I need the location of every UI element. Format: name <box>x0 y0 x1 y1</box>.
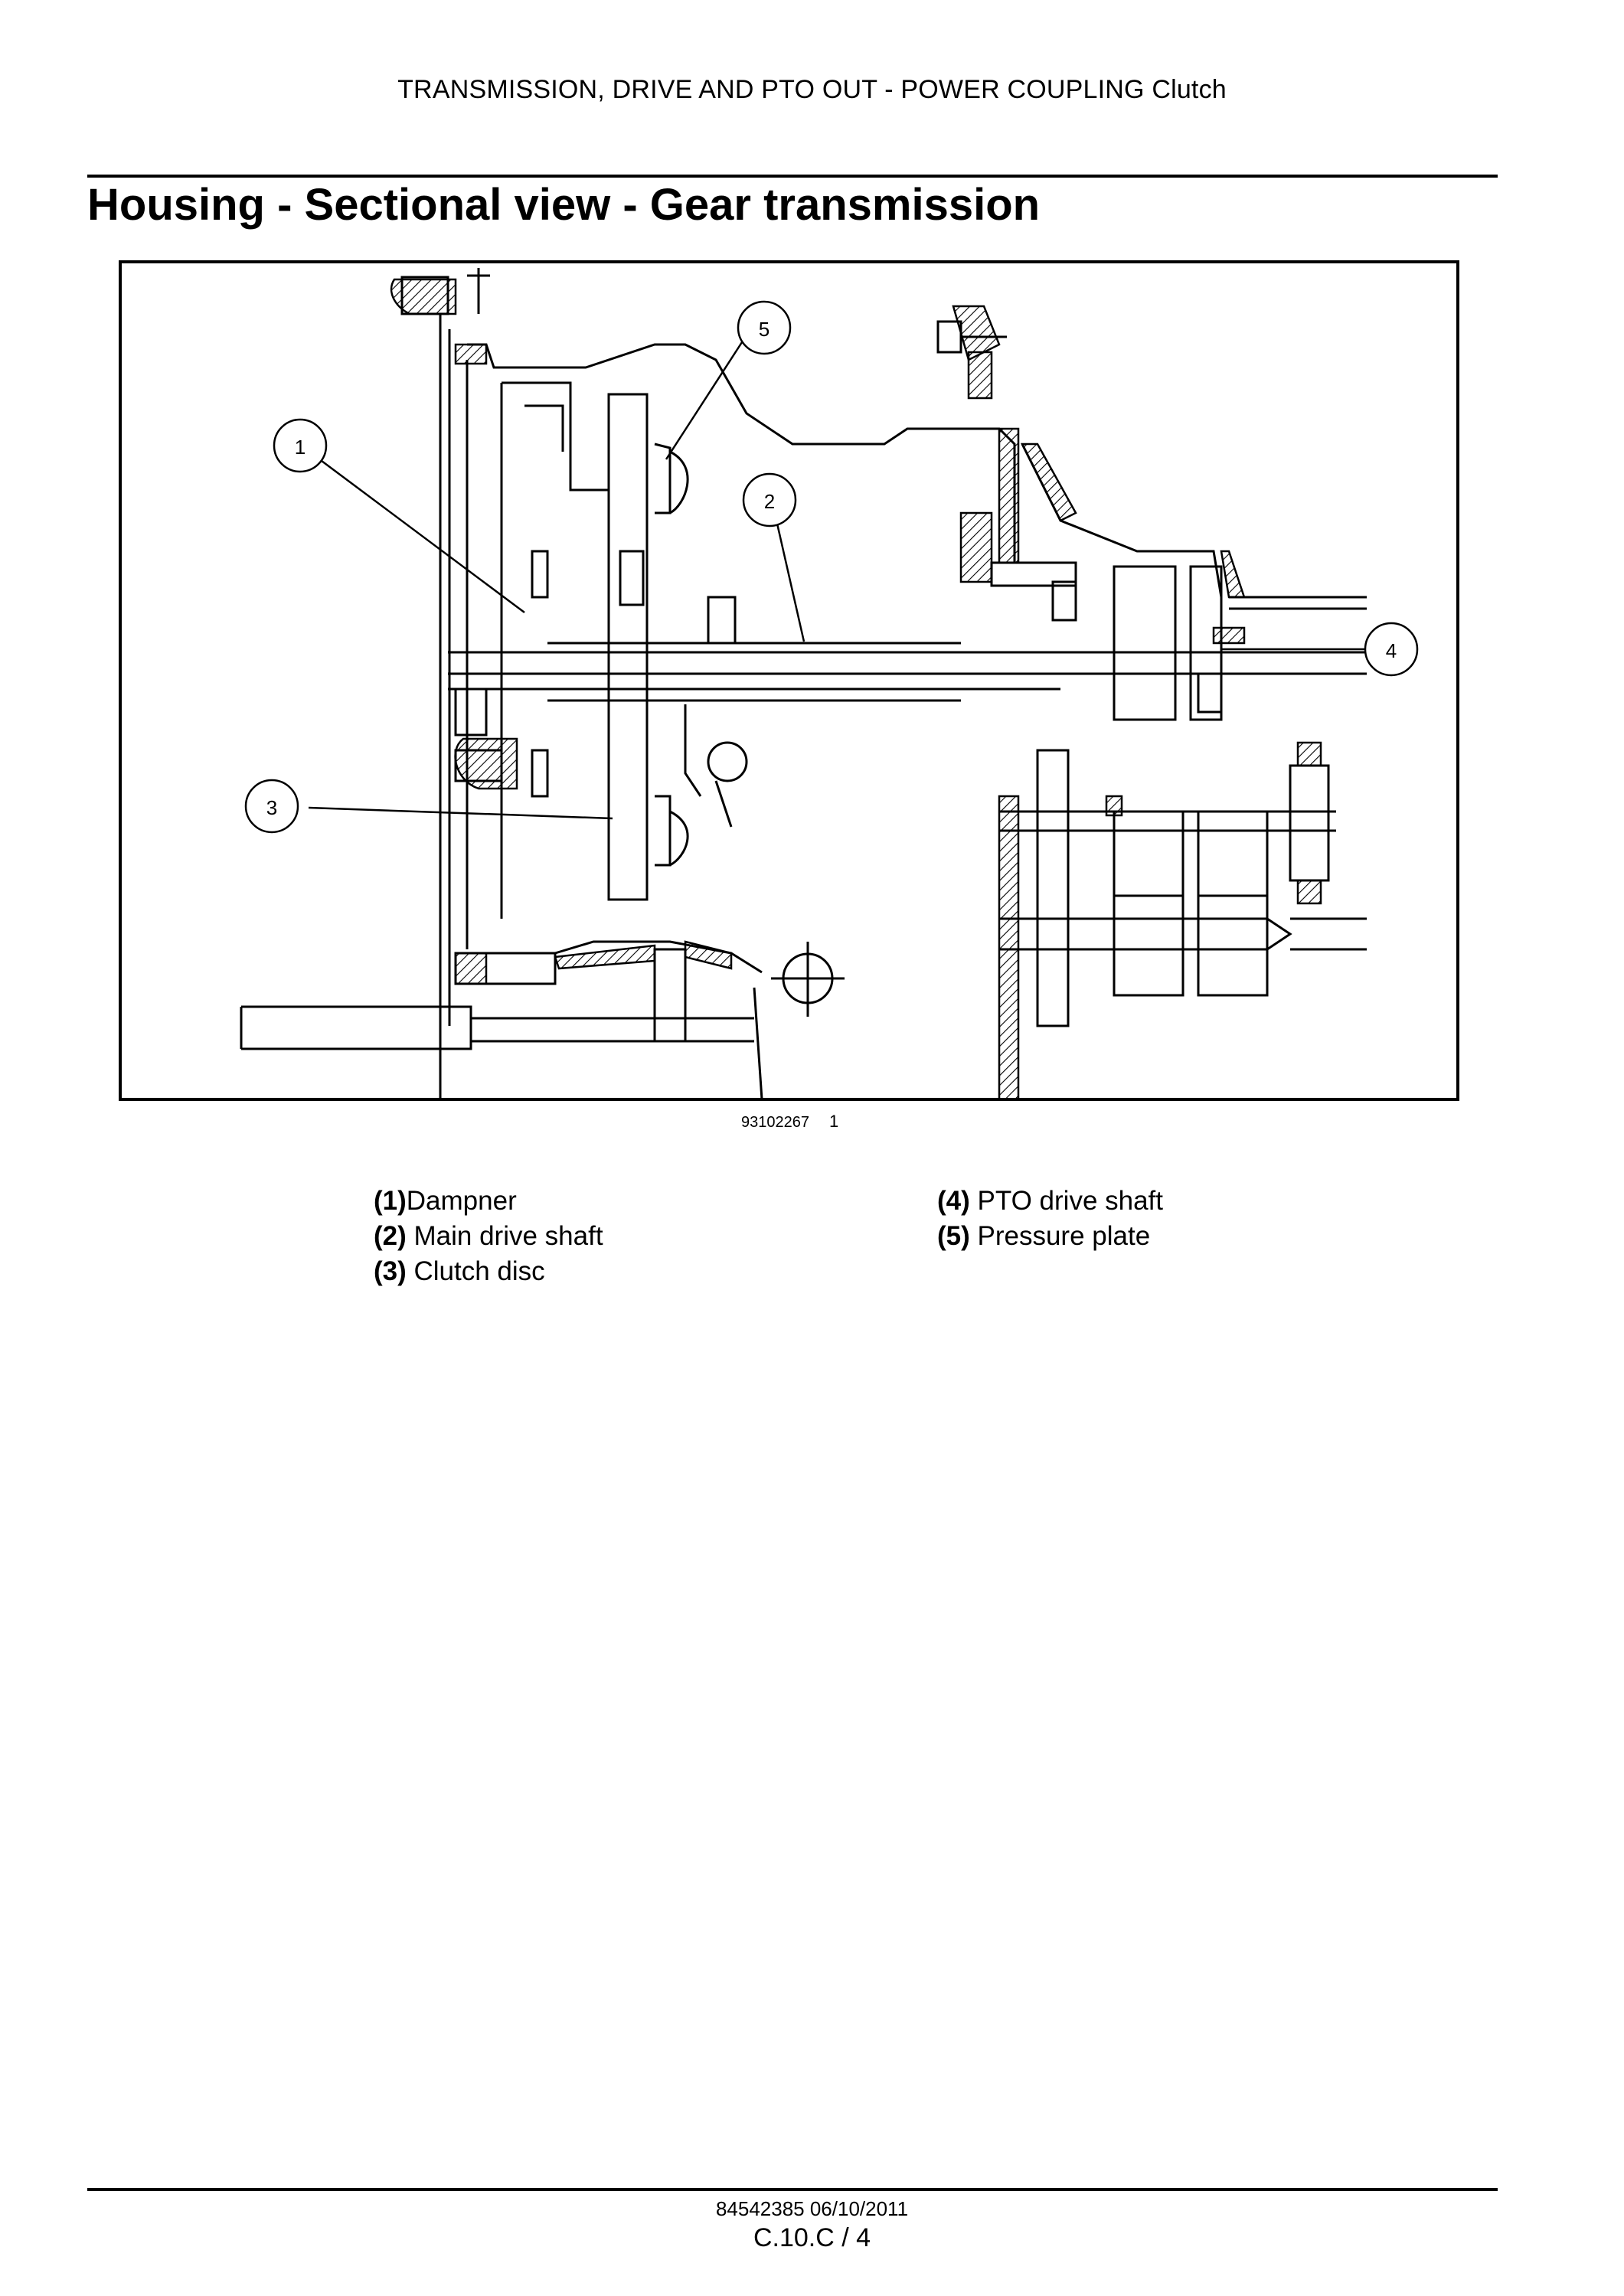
callout-2: 2 <box>742 472 797 527</box>
legend-item-number: (5) <box>937 1221 970 1251</box>
callout-1-label: 1 <box>295 436 306 459</box>
legend-item-label: Main drive shaft <box>406 1221 603 1251</box>
footer-rule <box>87 2188 1498 2191</box>
legend-item-label: Pressure plate <box>969 1221 1151 1251</box>
legend-item-label: Dampner <box>406 1186 517 1216</box>
header-rule <box>87 175 1498 178</box>
legend-item-number: (4) <box>937 1186 970 1216</box>
sectional-view-figure: 1 2 3 4 5 <box>119 260 1459 1101</box>
figure-number: 1 <box>828 1112 839 1131</box>
callout-5: 5 <box>737 300 792 355</box>
callout-1: 1 <box>273 418 328 473</box>
legend-right-column: (4) PTO drive shaft (5) Pressure plate <box>937 1184 1163 1254</box>
legend-item-number: (1) <box>374 1186 407 1216</box>
callout-3: 3 <box>244 779 299 834</box>
legend-left-column: (1)Dampner (2) Main drive shaft (3) Clut… <box>374 1184 603 1289</box>
callout-2-label: 2 <box>764 490 775 513</box>
page-reference: C.10.C / 4 <box>753 2223 871 2252</box>
figure-image-id: 93102267 <box>741 1114 809 1131</box>
legend-item-label: Clutch disc <box>406 1256 545 1286</box>
legend-item-number: (3) <box>374 1256 407 1286</box>
callout-leaders <box>308 328 1394 820</box>
hatched-sections <box>390 278 1322 1101</box>
callout-3-label: 3 <box>266 796 277 819</box>
legend-item: (4) PTO drive shaft <box>937 1184 1163 1219</box>
document-reference: 84542385 06/10/2011 <box>715 2197 909 2220</box>
running-header: TRANSMISSION, DRIVE AND PTO OUT - POWER … <box>397 75 1227 104</box>
callout-4-label: 4 <box>1386 639 1397 662</box>
legend-item-label: PTO drive shaft <box>969 1186 1164 1216</box>
callout-4: 4 <box>1364 622 1419 677</box>
figure-caption: 93102267 1 <box>741 1112 838 1132</box>
legend-item: (2) Main drive shaft <box>374 1219 603 1254</box>
legend-item: (5) Pressure plate <box>937 1219 1163 1254</box>
drawing-lines <box>240 268 1367 1100</box>
legend-item: (1)Dampner <box>374 1184 603 1219</box>
figure-frame <box>119 260 1459 1101</box>
legend-item-number: (2) <box>374 1221 407 1251</box>
legend-item: (3) Clutch disc <box>374 1254 603 1289</box>
callout-5-label: 5 <box>759 318 770 341</box>
transmission-drawing: 1 2 3 4 5 <box>119 260 1459 1101</box>
page-title: Housing - Sectional view - Gear transmis… <box>87 180 1041 230</box>
